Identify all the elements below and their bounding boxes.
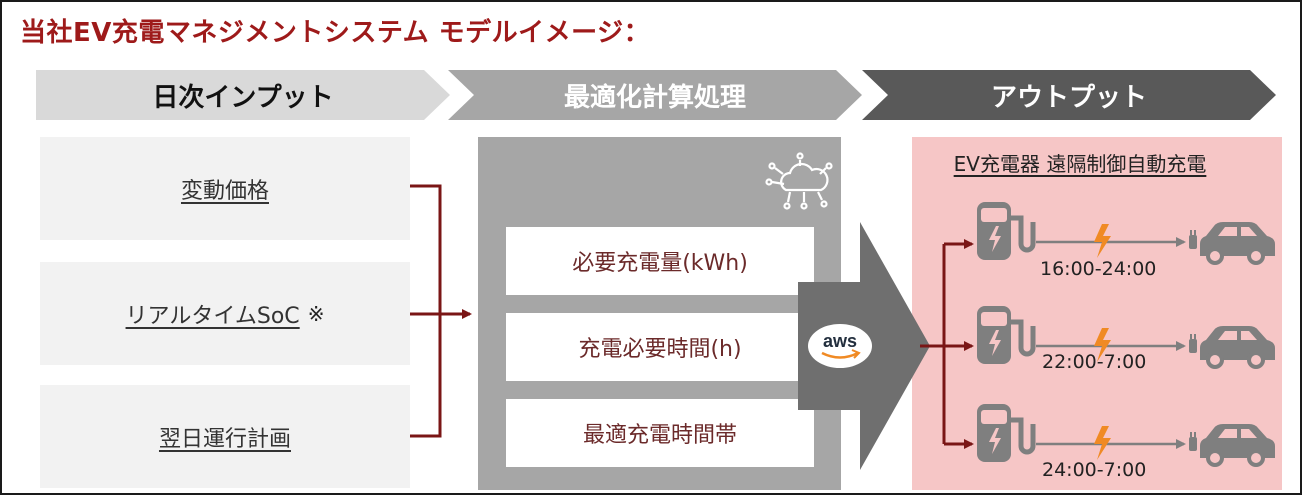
schedule-time-2: 22:00-7:00 [1042,351,1147,373]
charger-rows [977,202,1275,467]
process-item-duration: 充電必要時間(h) [506,313,814,381]
aws-badge: aws [808,324,872,368]
charger-row-3 [977,404,1275,467]
lightning-icon [1094,224,1111,258]
plug-icon [1189,230,1197,249]
charger-row-1 [977,202,1275,265]
charger-row-2 [977,306,1275,369]
input-label-price: 変動価格 [180,178,269,204]
input-label-schedule: 翌日運行計画 [158,426,291,452]
input-box-schedule: 翌日運行計画 [40,385,410,488]
input-box-price: 変動価格 [40,137,410,240]
schedule-time-1: 16:00-24:00 [1040,258,1157,280]
process-item-timeslot: 最適充電時間帯 [506,399,814,467]
stage-process-header: 最適化計算処理 [448,70,862,120]
cloud-network-icon [765,152,833,210]
input-connector [410,184,472,438]
charger-icon [977,404,1036,462]
input-box-soc: リアルタイムSoC ※ [40,262,410,365]
output-connector [920,239,974,449]
charger-icon [977,202,1036,260]
diagram-title: 当社EV充電マネジメントシステム モデルイメージ： [20,18,651,48]
lightning-icon [1094,426,1111,460]
car-icon [1200,326,1275,369]
stage-input-header: 日次インプット [36,70,450,120]
process-item-energy: 必要充電量(kWh) [506,227,814,295]
plug-icon [1189,432,1197,451]
stage-output-header: アウトプット [862,70,1276,120]
charger-icon [977,306,1036,364]
schedule-time-3: 24:00-7:00 [1042,459,1147,481]
output-title: EV充電器 遠隔制御自動充電 [953,152,1207,176]
car-icon [1200,424,1275,467]
note-mark: ※ [307,301,325,326]
car-icon [1200,222,1275,265]
plug-icon [1189,334,1197,353]
aws-label: aws [823,331,857,351]
lightning-icon [1094,328,1111,362]
input-label-soc: リアルタイムSoC [125,303,300,329]
